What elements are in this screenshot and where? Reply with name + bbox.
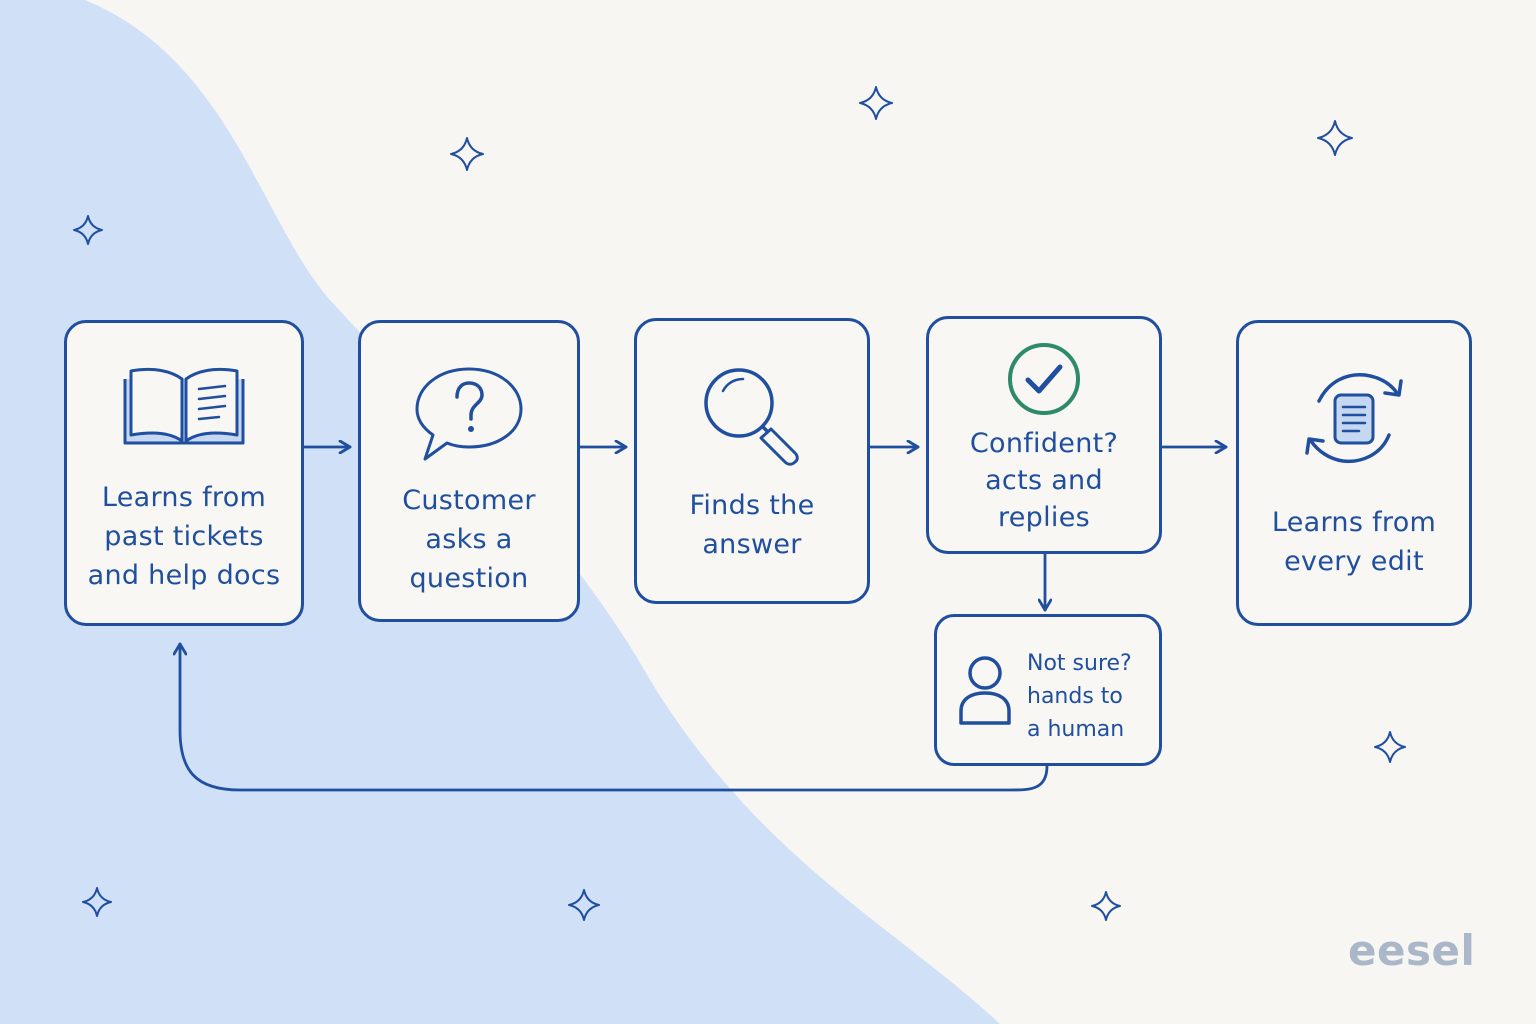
step-learns-from-tickets: Learns from past tickets and help docs [64,320,304,626]
check-circle-icon [1008,343,1080,415]
step-learns-from-edits: Learns from every edit [1236,320,1472,626]
sparkle-icon [568,889,600,921]
step-label: Learns from every edit [1271,507,1437,577]
sparkle-icon [859,86,893,120]
sparkle-icon [1317,120,1353,156]
refresh-document-icon [1305,372,1403,464]
sparkle-icon [1091,891,1121,921]
step-label: Confident? acts and replies [969,428,1119,533]
question-bubble-icon [415,367,523,461]
handoff-not-sure: Not sure? hands to a human [934,614,1162,766]
step-confident-acts: Confident? acts and replies [926,316,1162,554]
sparkle-icon [73,215,103,245]
sparkles [73,86,1406,921]
brand-logo: eesel [1348,926,1476,975]
sparkle-icon [1374,731,1406,763]
person-icon [959,656,1011,725]
sparkle-icon [82,887,112,917]
step-label: Learns from past tickets and help docs [87,482,281,591]
magnifier-icon [704,368,799,466]
feedback-loop-arrow [180,642,1049,792]
step-label: Finds the answer [689,490,815,560]
open-book-icon [123,367,245,445]
step-finds-answer: Finds the answer [634,318,870,604]
step-customer-asks: Customer asks a question [358,320,580,622]
sparkle-icon [450,137,484,171]
step-label: Customer asks a question [402,485,536,594]
handoff-label: Not sure? hands to a human [1027,651,1132,742]
